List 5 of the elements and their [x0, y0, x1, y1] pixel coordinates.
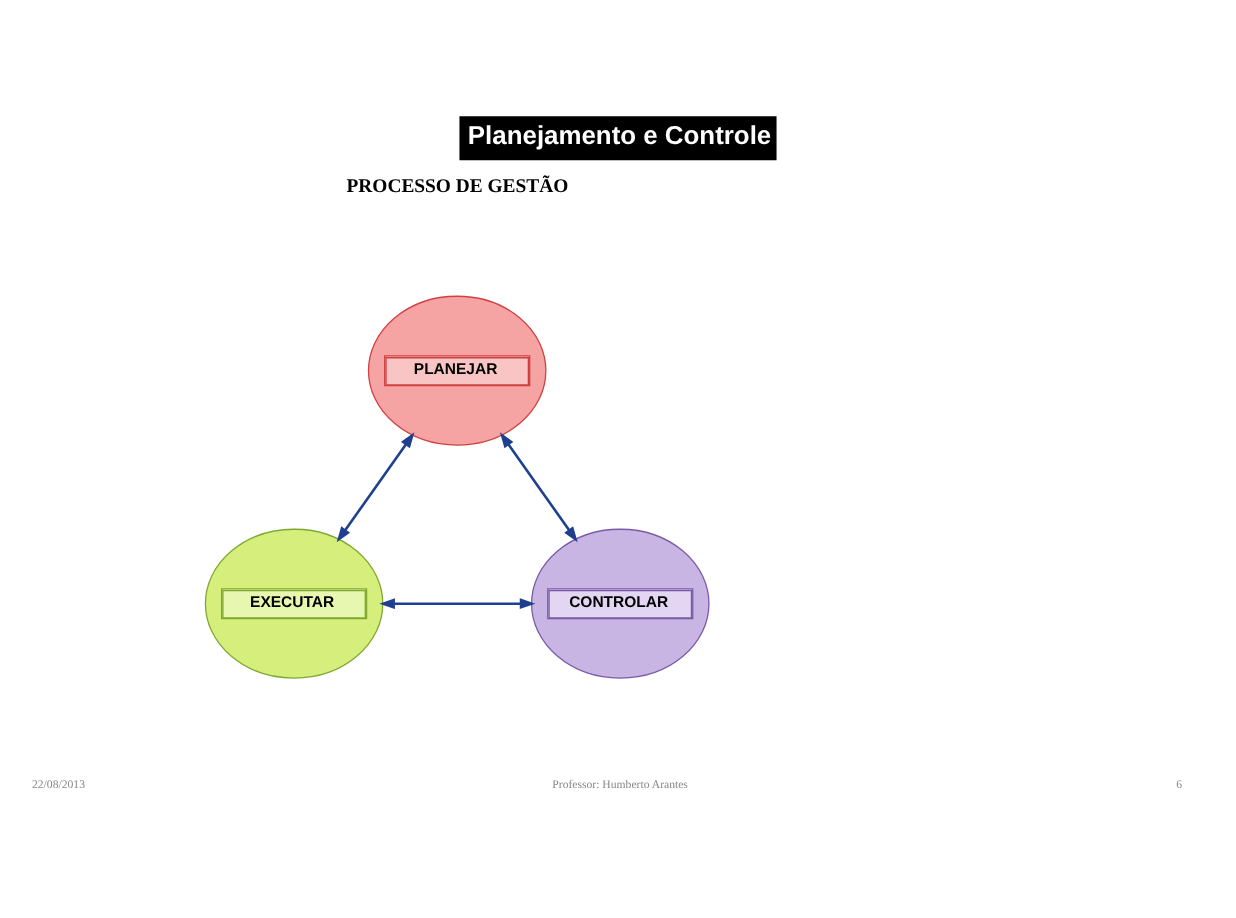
arrow — [336, 431, 415, 542]
diagram-title: Planejamento e Controle — [467, 118, 772, 149]
arrow — [379, 597, 536, 609]
label: PROCESSO DE GESTÃO — [346, 175, 569, 198]
arrow — [499, 431, 578, 542]
